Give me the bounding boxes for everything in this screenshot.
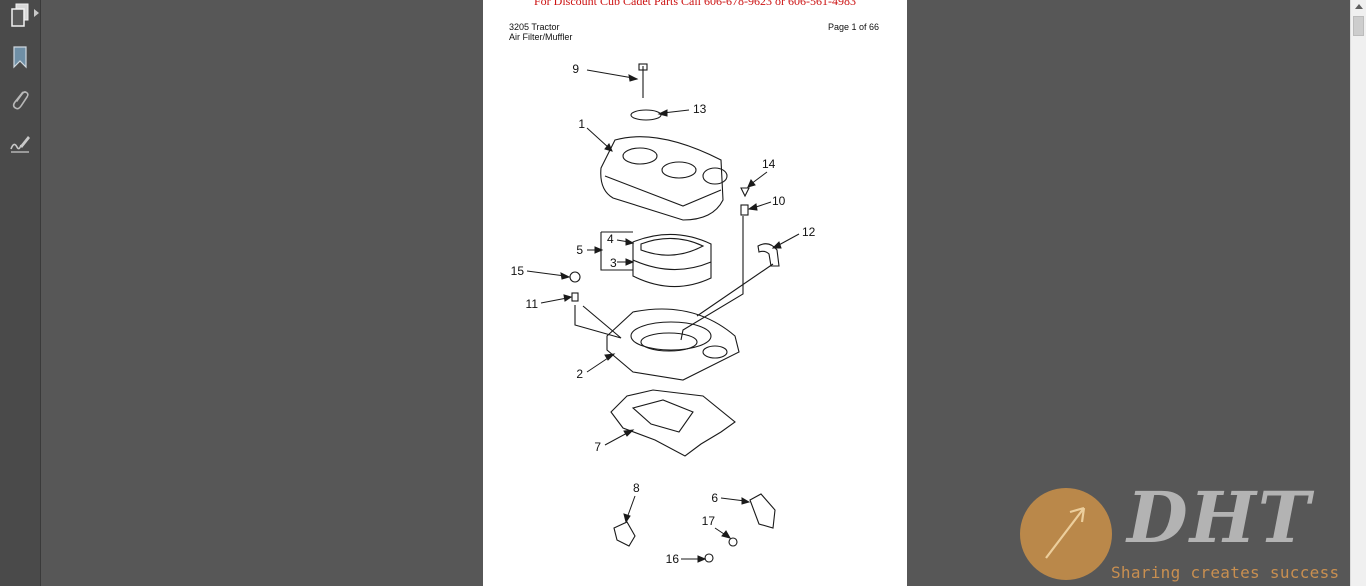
callout-2: 2 xyxy=(576,367,583,381)
scroll-up-arrow-icon[interactable] xyxy=(1355,4,1363,9)
signatures-panel-button[interactable] xyxy=(4,127,36,159)
callout-11: 11 xyxy=(526,297,539,311)
callout-1: 1 xyxy=(578,117,585,131)
pages-icon xyxy=(11,3,29,27)
pdf-page: For Discount Cub Cadet Parts Call 606-67… xyxy=(483,0,907,586)
scroll-thumb[interactable] xyxy=(1353,16,1364,36)
header-note: For Discount Cub Cadet Parts Call 606-67… xyxy=(534,0,856,8)
callout-14: 14 xyxy=(762,157,776,171)
part-11-nut xyxy=(571,292,579,302)
part-3-4-filter xyxy=(632,233,712,288)
callout-8: 8 xyxy=(633,481,640,495)
callout-17: 17 xyxy=(702,514,716,528)
callout-13: 13 xyxy=(693,102,707,116)
parts-diagram: 9 13 1 14 10 12 4 5 3 15 11 2 7 8 6 17 1… xyxy=(511,62,816,566)
callout-7: 7 xyxy=(594,440,601,454)
paperclip-icon xyxy=(12,91,29,110)
attachments-panel-button[interactable] xyxy=(4,84,36,116)
callout-12: 12 xyxy=(802,225,816,239)
part-15-fastener xyxy=(569,271,581,283)
pages-panel-button[interactable] xyxy=(4,0,36,32)
expand-arrow-icon[interactable] xyxy=(34,9,39,17)
part-7-gasket xyxy=(610,389,736,457)
part-17-washer xyxy=(728,537,738,547)
bookmarks-panel-button[interactable] xyxy=(4,41,36,73)
navigation-pane xyxy=(0,0,41,586)
vertical-scrollbar[interactable] xyxy=(1350,0,1366,586)
part-16-nut xyxy=(704,553,714,563)
page-indicator: Page 1 of 66 xyxy=(827,22,879,32)
part-2-base xyxy=(606,308,740,381)
callout-10: 10 xyxy=(772,194,786,208)
bookmark-icon xyxy=(13,46,27,69)
callout-15: 15 xyxy=(511,264,525,278)
callout-4: 4 xyxy=(607,232,614,246)
part-8-clip xyxy=(613,521,636,547)
part-6-bracket xyxy=(749,493,776,529)
callout-3: 3 xyxy=(610,256,617,270)
part-1-cover xyxy=(600,136,724,221)
part-14-screw xyxy=(740,187,750,198)
part-13-washer xyxy=(630,109,662,121)
section-title: Air Filter/Muffler xyxy=(509,32,573,42)
signature-icon xyxy=(10,136,30,153)
callout-5: 5 xyxy=(576,243,583,257)
part-10-spacer xyxy=(740,204,749,216)
callout-16: 16 xyxy=(666,552,680,566)
document-title: 3205 Tractor xyxy=(509,22,560,32)
callout-6: 6 xyxy=(711,491,718,505)
callout-9: 9 xyxy=(572,62,579,76)
